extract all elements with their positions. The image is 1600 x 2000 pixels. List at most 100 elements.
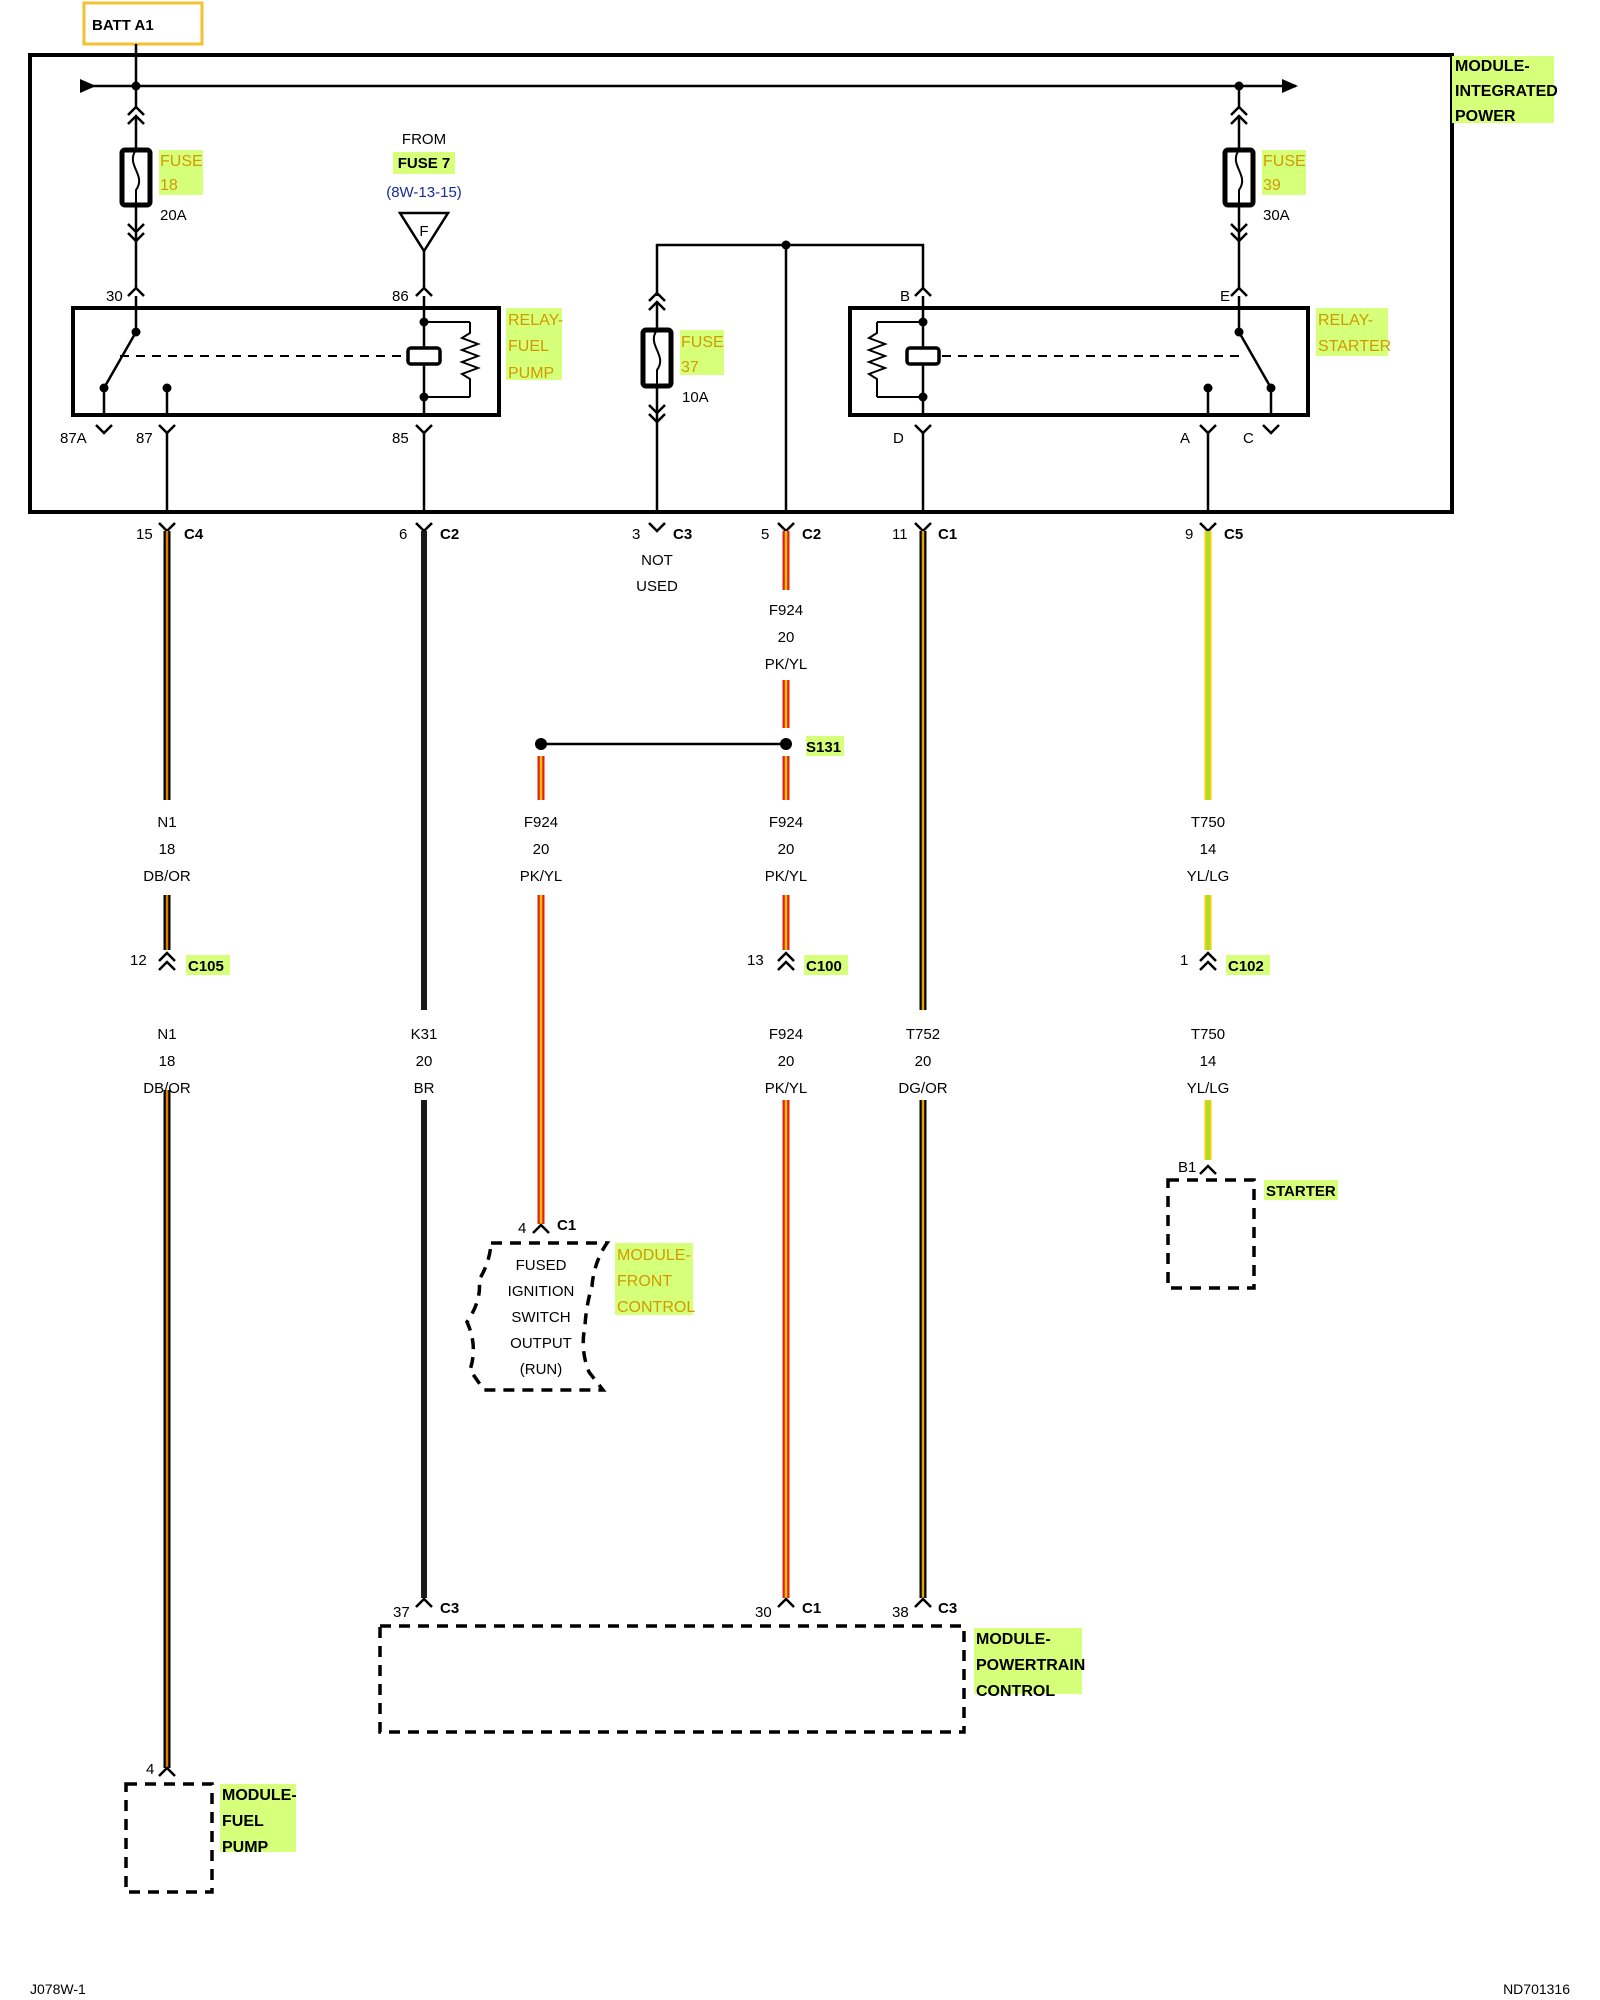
wire-f924-left xyxy=(535,738,792,1224)
relay-st-pin-e: E xyxy=(1220,288,1230,305)
c102-pin: 1 xyxy=(1180,952,1188,969)
c1-pin: 11 xyxy=(892,526,908,543)
fcm-pin: 4 xyxy=(518,1220,526,1237)
fuse18-num: 18 xyxy=(160,177,178,194)
fp-label-3: PUMP xyxy=(222,1839,269,1856)
c4-pin: 15 xyxy=(136,526,153,543)
connector-c102 xyxy=(1199,950,1217,976)
fcm-desc-3: SWITCH xyxy=(511,1309,570,1326)
footer-left: J078W-1 xyxy=(30,1981,86,1997)
ipm-label-3: POWER xyxy=(1455,108,1516,125)
fuse37-name: FUSE xyxy=(681,334,724,351)
starter-pin: B1 xyxy=(1178,1159,1196,1176)
fuse39-rating: 30A xyxy=(1263,207,1290,224)
relay-starter-box xyxy=(848,306,1310,417)
fcm-desc-5: (RUN) xyxy=(520,1361,563,1378)
wire-k31-gauge: 20 xyxy=(416,1053,433,1070)
fcm-desc-4: OUTPUT xyxy=(510,1335,572,1352)
relay-st-pin-d: D xyxy=(893,430,904,447)
pcm-label-1: MODULE- xyxy=(976,1631,1051,1648)
batt-a1-label-box xyxy=(82,1,204,46)
c3-note-1: NOT xyxy=(641,552,673,569)
relay-fp-internals xyxy=(99,296,481,415)
wire-n1-top-circuit: N1 xyxy=(157,814,176,831)
wire-n1-bot-color: DB/OR xyxy=(143,1080,191,1097)
fp-pin: 4 xyxy=(146,1761,154,1778)
c105-name: C105 xyxy=(188,958,224,975)
pcm-box xyxy=(378,1624,966,1734)
wire-k31-color: BR xyxy=(414,1080,435,1097)
wire-t752-gauge: 20 xyxy=(915,1053,932,1070)
fuse39-num: 39 xyxy=(1263,177,1281,194)
connector-c105 xyxy=(158,950,176,976)
c105-pin: 12 xyxy=(130,952,147,969)
fuse37-num: 37 xyxy=(681,359,699,376)
c102-name: C102 xyxy=(1228,958,1264,975)
fuse37-rating: 10A xyxy=(682,389,709,406)
wire-n1-bot-gauge: 18 xyxy=(159,1053,176,1070)
relay-st-pin-c: C xyxy=(1243,430,1254,447)
fcm-desc-1: FUSED xyxy=(516,1257,567,1274)
fuse39-name: FUSE xyxy=(1263,153,1306,170)
wire-k31-circuit: K31 xyxy=(411,1026,438,1043)
fuse18-name: FUSE xyxy=(160,153,203,170)
relay-fp-pin-87: 87 xyxy=(136,430,153,447)
from-label: FROM xyxy=(402,131,446,148)
relay-st-pin-b: B xyxy=(900,288,910,305)
wire-f924-mid-circuit: F924 xyxy=(769,814,803,831)
ipm-label-2: INTEGRATED xyxy=(1455,83,1558,100)
relay-st-pin-a: A xyxy=(1180,430,1190,447)
wire-t752-color: DG/OR xyxy=(898,1080,947,1097)
relay-fuel-pump-box xyxy=(71,306,501,417)
relay-fp-label-2: FUEL xyxy=(508,338,549,355)
fuse-18 xyxy=(119,86,153,243)
pcm-conn-c1: C1 xyxy=(802,1600,821,1617)
wire-t752-circuit: T752 xyxy=(906,1026,940,1043)
pcm-conn-c3b: C3 xyxy=(938,1600,957,1617)
connector-c100 xyxy=(777,950,795,976)
c3-pin: 3 xyxy=(632,526,640,543)
fuse18-rating: 20A xyxy=(160,207,187,224)
fcm-box xyxy=(464,1241,611,1392)
relay-st-label-1: RELAY- xyxy=(1318,312,1373,329)
c2b-pin: 5 xyxy=(761,526,769,543)
wire-f924-top-circuit: F924 xyxy=(769,602,803,619)
wire-t750-bot-gauge: 14 xyxy=(1200,1053,1217,1070)
wire-n1-top-color: DB/OR xyxy=(143,868,191,885)
ipm-label-1: MODULE- xyxy=(1455,58,1530,75)
fuse-37 xyxy=(640,240,932,512)
pcm-conn-c3a: C3 xyxy=(440,1600,459,1617)
wire-t750-top-gauge: 14 xyxy=(1200,841,1217,858)
wire-t750-bot-circuit: T750 xyxy=(1191,1026,1225,1043)
c2a-name: C2 xyxy=(440,526,459,543)
relay-fp-label-1: RELAY- xyxy=(508,312,563,329)
from-fuse-triangle xyxy=(397,211,451,254)
relay-fp-pin-87a: 87A xyxy=(60,430,87,447)
c2a-pin: 6 xyxy=(399,526,407,543)
wire-t750-top-circuit: T750 xyxy=(1191,814,1225,831)
wire-f924-left-circuit: F924 xyxy=(524,814,558,831)
fcm-label-3: CONTROL xyxy=(617,1299,695,1316)
c2b-name: C2 xyxy=(802,526,821,543)
relay-st-internals xyxy=(866,296,1276,415)
pcm-pin-38: 38 xyxy=(892,1604,909,1621)
wire-f924-left-color: PK/YL xyxy=(520,868,563,885)
relay-fp-pin-85: 85 xyxy=(392,430,409,447)
wire-f924-left-gauge: 20 xyxy=(533,841,550,858)
pcm-label-3: CONTROL xyxy=(976,1683,1055,1700)
wire-f924-mid-color: PK/YL xyxy=(765,868,808,885)
fp-box xyxy=(124,1782,214,1894)
starter-label: STARTER xyxy=(1266,1183,1336,1200)
c3-name: C3 xyxy=(673,526,692,543)
c5-name: C5 xyxy=(1224,526,1243,543)
fcm-label-2: FRONT xyxy=(617,1273,672,1290)
relay-st-label-2: STARTER xyxy=(1318,338,1391,355)
c1-name: C1 xyxy=(938,526,957,543)
wire-f924-bot-gauge: 20 xyxy=(778,1053,795,1070)
starter-box xyxy=(1166,1178,1256,1290)
fcm-desc-2: IGNITION xyxy=(508,1283,575,1300)
fcm-conn-name: C1 xyxy=(557,1217,576,1234)
pcm-pin-37: 37 xyxy=(393,1604,410,1621)
from-fuse-ref: (8W-13-15) xyxy=(386,184,462,201)
from-fuse-letter: F xyxy=(419,223,428,240)
